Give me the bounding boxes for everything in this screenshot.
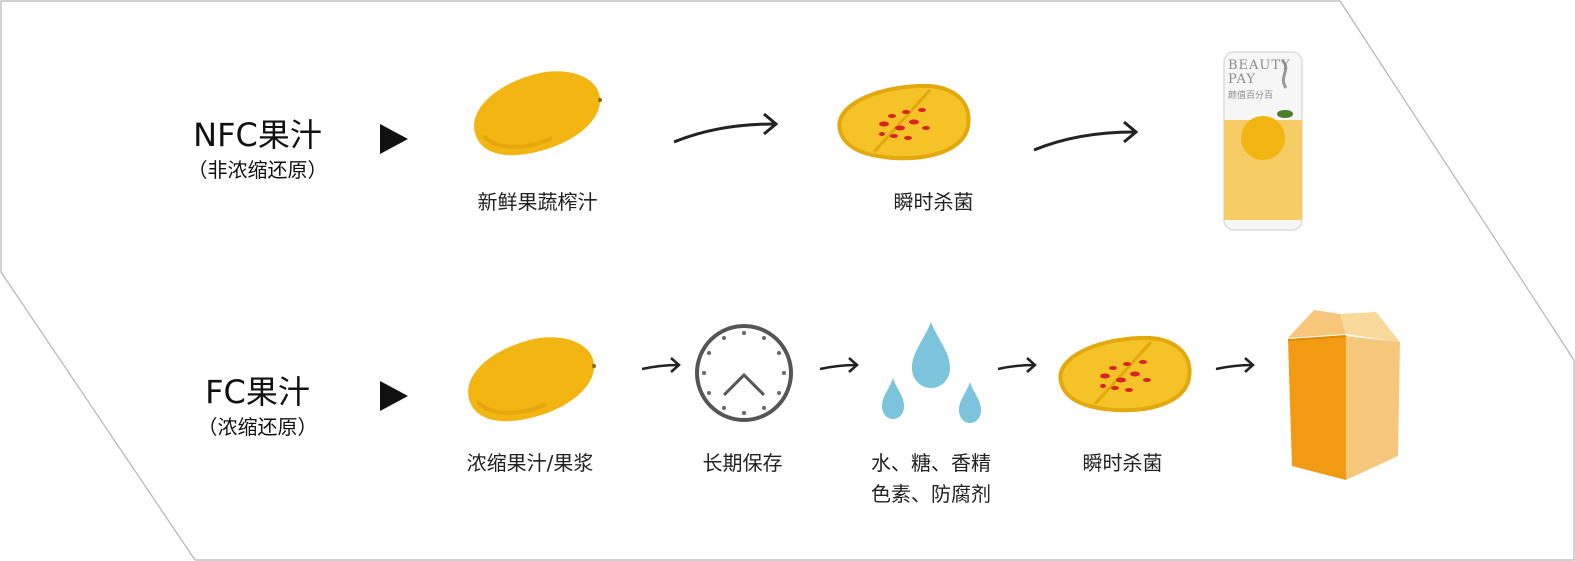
fc-mango-slice-icon <box>1058 335 1192 413</box>
fc-step-4-label: 瞬时杀菌 <box>1082 451 1163 475</box>
bottle-brand-line-1: BEAUTY <box>1228 58 1291 73</box>
fc-arrow-icon-3 <box>997 357 1037 373</box>
fc-arrow-icon-1 <box>641 357 681 373</box>
fc-step-3b-label: 色素、防腐剂 <box>871 482 991 506</box>
fc-step-1-label: 浓缩果汁/果浆 <box>466 451 594 475</box>
fc-subtitle: （浓缩还原） <box>197 415 318 439</box>
fc-arrow-icon-4 <box>1215 357 1255 373</box>
bottle-brand-cn: 颜值百分百 <box>1228 91 1274 101</box>
nfc-arrow-icon-2 <box>1033 120 1139 152</box>
fc-clock-icon <box>695 324 793 422</box>
fc-play-arrow-icon <box>380 381 408 411</box>
nfc-mango-icon <box>474 71 602 156</box>
fc-step-2-label: 长期保存 <box>702 451 783 475</box>
nfc-step-1-label: 新鲜果蔬榨汁 <box>477 190 598 214</box>
fc-step-3a-label: 水、糖、香精 <box>871 451 991 475</box>
nfc-play-arrow-icon <box>380 124 408 154</box>
nfc-title: NFC果汁 <box>193 116 322 154</box>
fc-mango-icon <box>468 337 596 422</box>
nfc-juice-bottle-icon: BEAUTY PAY 颜值百分百 <box>1222 50 1304 232</box>
fc-water-drops-icon <box>882 322 981 423</box>
nfc-mango-slice-icon <box>837 83 971 161</box>
fc-arrow-icon-2 <box>819 357 859 373</box>
nfc-subtitle: （非浓缩还原） <box>187 158 328 182</box>
nfc-step-2-label: 瞬时杀菌 <box>893 190 974 214</box>
bottle-brand-line-2: PAY <box>1228 72 1256 87</box>
fc-title: FC果汁 <box>205 373 310 411</box>
fc-juice-carton-icon <box>1287 310 1400 480</box>
nfc-arrow-icon-1 <box>673 112 779 144</box>
